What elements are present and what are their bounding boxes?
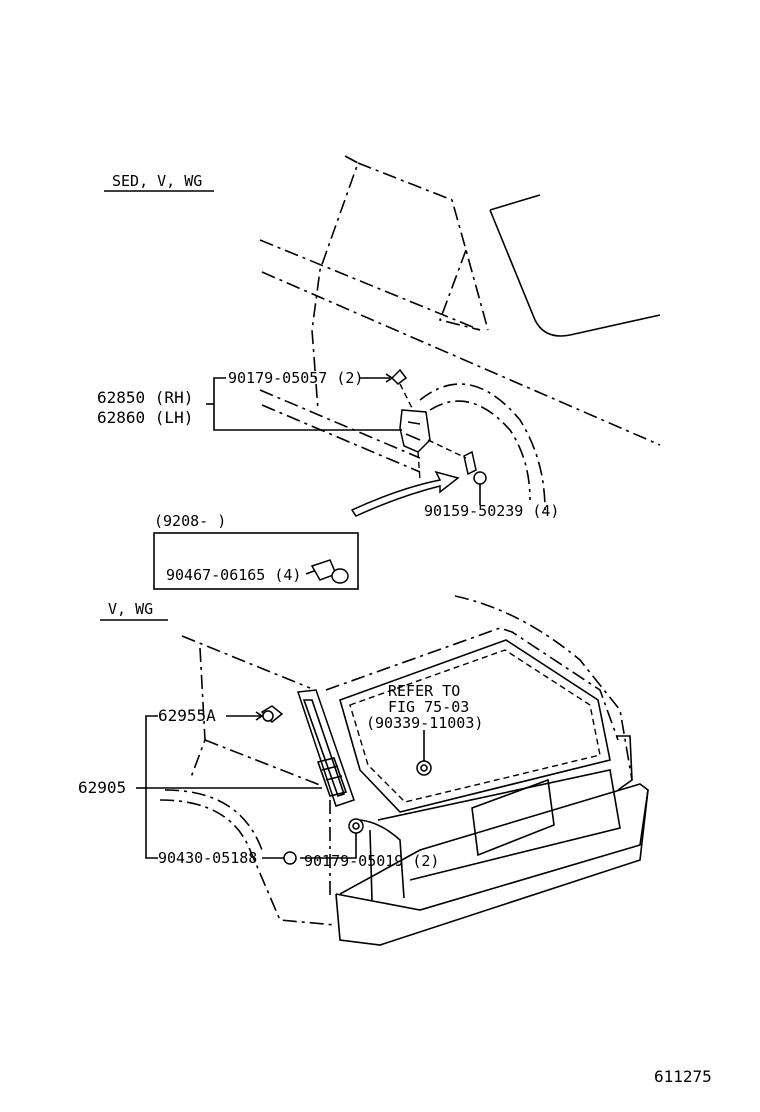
nut-hole [420, 764, 428, 772]
label-refer-line2: FIG 75-03 [388, 698, 469, 716]
label-9208-range: (9208- ) [154, 512, 226, 530]
nut-hole-2 [352, 822, 360, 830]
label-90179-05057: 90179-05057 (2) [228, 369, 363, 387]
label-refer-line3: (90339-11003) [366, 714, 483, 732]
side-body-edge-2 [369, 829, 373, 901]
section-label-sed-v-wg: SED, V, WG [112, 172, 202, 190]
label-62860: 62860 (LH) [97, 408, 193, 427]
bracket-detail [405, 421, 421, 441]
washer-90430-05188 [283, 851, 297, 865]
side-body-edge [359, 819, 405, 899]
wheel-arch-outer [419, 383, 546, 511]
roof-line [181, 635, 311, 689]
rear-wheel-arch-2 [164, 789, 263, 851]
body-side-line [261, 271, 661, 446]
assembly-line-screw [427, 439, 467, 459]
label-62850: 62850 (RH) [97, 388, 193, 407]
screw-90159-50239-part [463, 450, 477, 476]
rear-window-top [489, 194, 541, 211]
label-90159-50239: 90159-50239 (4) [424, 502, 559, 520]
arrow-62955a [255, 711, 264, 721]
tailgate-lower [377, 769, 621, 881]
rear-wheel-arch [159, 799, 336, 926]
garnish-vent [316, 757, 348, 797]
label-62905: 62905 [78, 778, 126, 797]
label-62955a: 62955A [158, 706, 216, 725]
roof-rear-line [454, 595, 633, 781]
tailgate-upper [325, 627, 619, 741]
rear-glass-inner [349, 649, 601, 803]
bumper-front [335, 789, 649, 946]
window-inner-line [438, 249, 481, 331]
leader-90179-05019 [300, 833, 357, 859]
lower-body-line-2 [261, 404, 421, 473]
rear-glass-outline [339, 639, 611, 813]
bumper-top [335, 783, 649, 911]
figure-number: 611275 [654, 1067, 712, 1086]
window-frame-line [357, 162, 489, 331]
tail-lamp [616, 735, 633, 791]
section-label-v-wg: V, WG [108, 600, 153, 618]
label-refer-line1: REFER TO [388, 682, 460, 700]
direction-arrow [350, 470, 460, 517]
label-90430-05188: 90430-05188 [158, 849, 257, 867]
nut-90339-11003 [416, 760, 432, 776]
body-pillar-line [311, 155, 359, 411]
section-sed-v-wg: SED, V, WG 90179-05057 ( [97, 155, 661, 590]
clip-90467-head [331, 568, 349, 584]
clip-90179-05057-part [390, 368, 408, 385]
screw-head [473, 471, 487, 485]
lower-body-line [259, 389, 421, 459]
garnish-inner [302, 699, 346, 798]
bracket-group-62905 [145, 715, 158, 859]
alt-part-box [153, 532, 359, 590]
rear-window-outline [489, 209, 661, 337]
arrow-90179-05057 [385, 373, 394, 383]
section-v-wg: V, WG [78, 595, 649, 946]
assembly-line-clip [399, 383, 413, 409]
label-90467-06165: 90467-06165 (4) [166, 566, 301, 584]
wheel-arch-inner [429, 400, 531, 501]
bracket-group-62850 [213, 377, 226, 431]
mudguard-bracket-part [399, 409, 431, 453]
clip-62955a-head [262, 710, 274, 722]
label-90179-05019: 90179-05019 (2) [304, 852, 439, 870]
nut-90179-05019 [348, 818, 364, 834]
garnish-vent-lines [321, 765, 343, 781]
beltline-lower [204, 739, 321, 786]
beltline [259, 239, 481, 331]
assembly-line-bracket [417, 451, 421, 481]
